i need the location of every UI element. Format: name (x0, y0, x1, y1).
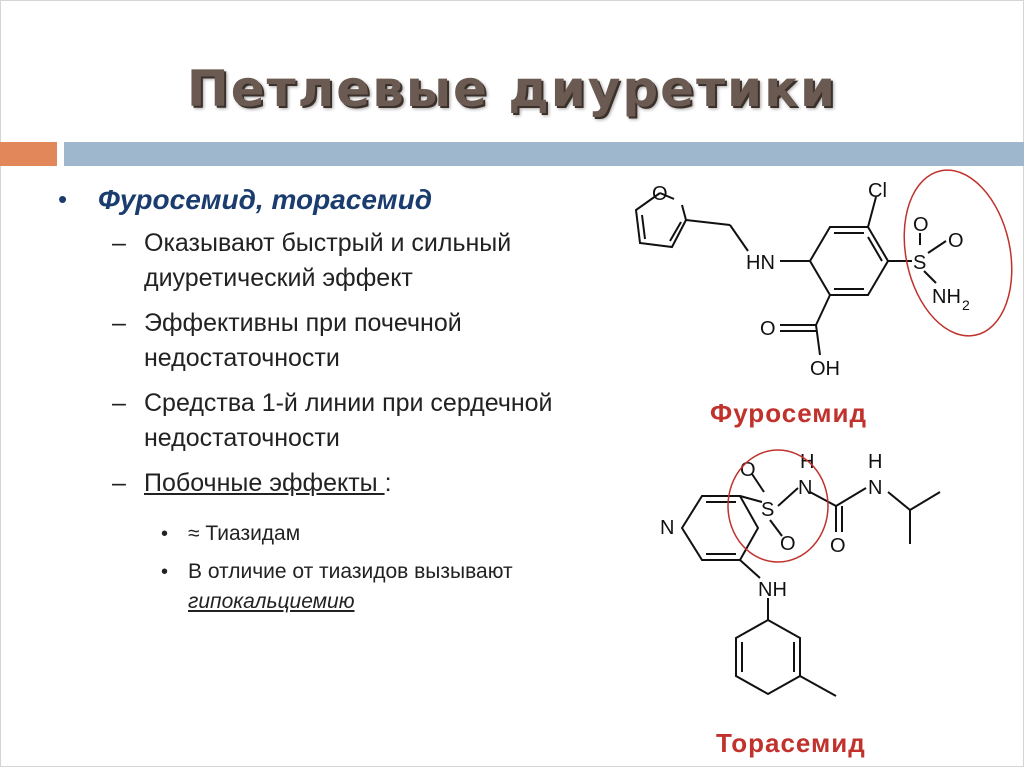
point-1-text: Оказывают быстрый и сильный диуретически… (144, 229, 512, 292)
furosemide-atom-s: S (913, 252, 926, 274)
furosemide-atom-nh-sub: 2 (962, 297, 970, 313)
torasemide-structure: H H N N S O O O N NH (660, 449, 941, 697)
main-bullet: • Фуросемид, торасемид (58, 178, 618, 226)
point-4: – Побочные эффекты : (58, 466, 618, 501)
point-2-text: Эффективны при почечной недостаточности (144, 309, 462, 372)
torasemide-atom-n-ring: N (660, 517, 674, 539)
sulfonamide-highlight-circle (903, 169, 1013, 337)
main-bullet-text: Фуросемид, торасемид (98, 184, 433, 215)
torasemide-atom-h1: H (800, 451, 814, 473)
side-effect-2-text: В отличие от тиазидов вызывают (188, 560, 513, 583)
slide-title: Петлевые диуретики (186, 60, 838, 118)
point-3-text: Средства 1-й линии при сердечной недоста… (144, 389, 553, 452)
side-effects-colon: : (384, 469, 392, 497)
furosemide-label: Фуросемид (710, 398, 868, 428)
torasemide-atom-o2: O (780, 533, 796, 555)
furosemide-atom-cl: Cl (868, 180, 887, 202)
furosemide-atom-nh: NH (932, 286, 961, 308)
sulfonylurea-highlight-circle (727, 449, 829, 563)
furosemide-atom-hn: HN (746, 252, 775, 274)
point-1: – Оказывают быстрый и сильный диуретичес… (58, 226, 618, 296)
dash-icon: – (112, 389, 126, 417)
torasemide-atom-nh: NH (758, 579, 787, 601)
side-effect-1-text: ≈ Тиазидам (188, 522, 301, 545)
furosemide-atom-o2: O (948, 230, 964, 252)
accent-bar-blue (64, 142, 1024, 166)
side-effect-2: • В отличие от тиазидов вызывают гипокал… (58, 557, 618, 617)
bullet-dot-icon: • (161, 561, 169, 583)
accent-bar-orange (0, 142, 57, 166)
torasemide-atom-h2: H (868, 451, 882, 473)
furosemide-structure: O Cl HN S O O NH 2 O OH (634, 169, 1013, 380)
furosemide-atom-oh: OH (810, 358, 840, 380)
torasemide-atom-n2: N (868, 477, 882, 499)
side-effect-1: • ≈ Тиазидам (58, 519, 618, 549)
furosemide-atom-o-ring: O (652, 183, 668, 205)
point-2: – Эффективны при почечной недостаточност… (58, 306, 618, 376)
torasemide-atom-o3: O (830, 535, 846, 557)
point-3: – Средства 1-й линии при сердечной недос… (58, 386, 618, 456)
side-effects-label: Побочные эффекты (144, 469, 385, 497)
furosemide-atom-o-carbonyl: O (760, 318, 776, 340)
dash-icon: – (112, 469, 126, 497)
hypocalcemia-text: гипокальциемию (188, 590, 355, 613)
bullet-dot-icon: • (58, 184, 68, 214)
furosemide-atom-o1: O (913, 214, 929, 236)
torasemide-label: Торасемид (716, 728, 866, 758)
bullet-list: • Фуросемид, торасемид – Оказывают быстр… (58, 178, 618, 625)
torasemide-atom-s: S (761, 499, 774, 521)
bullet-dot-icon: • (161, 523, 169, 545)
torasemide-atom-n1: N (798, 477, 812, 499)
dash-icon: – (112, 229, 126, 257)
dash-icon: – (112, 309, 126, 337)
